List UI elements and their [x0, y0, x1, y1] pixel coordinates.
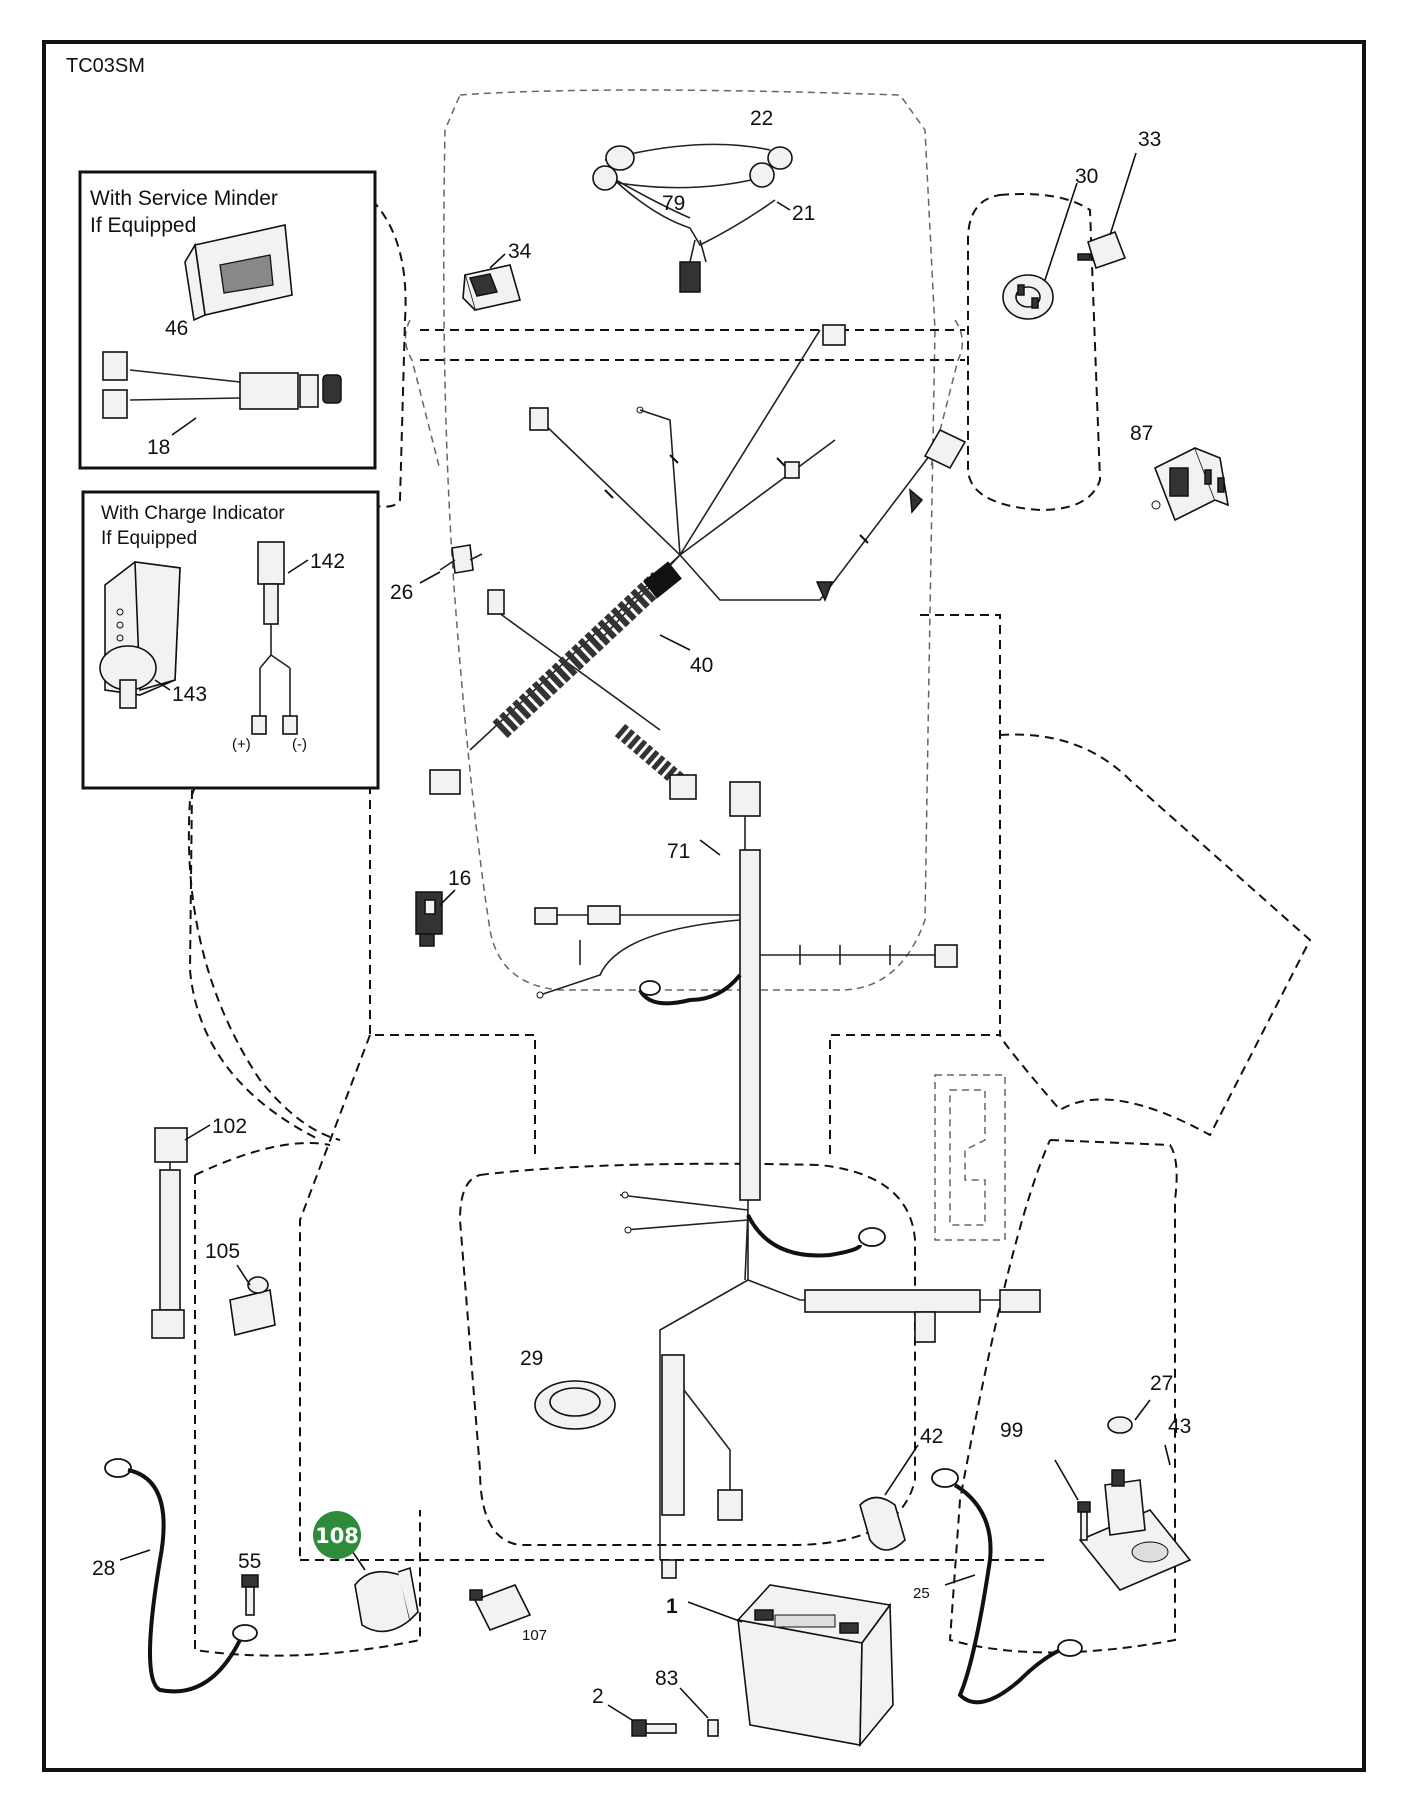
main-wire-harness-part [429, 324, 967, 800]
label-28: 28 [92, 1557, 115, 1580]
label-21: 21 [792, 202, 815, 225]
label-22: 22 [750, 107, 773, 130]
terminal-boot-part [859, 1496, 906, 1551]
label-105: 105 [205, 1240, 240, 1263]
lower-wire-harness-part [619, 1191, 1041, 1579]
label-71: 71 [667, 840, 690, 863]
battery-bolt-part [631, 1719, 677, 1737]
label-83: 83 [655, 1667, 678, 1690]
ignition-module-part [1077, 230, 1127, 270]
highlight-badge[interactable] [313, 1511, 361, 1559]
label-27: 27 [1150, 1372, 1173, 1395]
module-107-part [469, 1583, 532, 1632]
terminal-minus-label: (-) [292, 736, 307, 753]
plug-harness-part [151, 1127, 188, 1339]
battery-cable-part [931, 1468, 1083, 1705]
headlight-harness-part [592, 143, 793, 293]
label-46: 46 [165, 317, 188, 340]
label-99: 99 [1000, 1419, 1023, 1442]
mower-body-outline [187, 89, 1312, 1657]
starter-solenoid-part [1078, 1416, 1192, 1591]
service-minder-subtitle: If Equipped [90, 214, 196, 237]
label-30: 30 [1075, 165, 1098, 188]
center-wire-harness-part [534, 781, 958, 1210]
label-2: 2 [592, 1685, 604, 1708]
label-34: 34 [508, 240, 532, 263]
label-107: 107 [522, 1627, 547, 1644]
label-142: 142 [310, 550, 345, 573]
label-102: 102 [212, 1115, 247, 1138]
label-26: 26 [390, 581, 413, 604]
service-minder-title: With Service Minder [90, 187, 278, 210]
ground-cable-part [104, 1458, 258, 1694]
label-79: 79 [662, 192, 685, 215]
service-minder-display-part [184, 224, 293, 322]
connector-plug-part [415, 891, 443, 947]
terminal-plus-label: (+) [232, 736, 251, 753]
label-143: 143 [172, 683, 207, 706]
label-16: 16 [448, 867, 471, 890]
label-43: 43 [1168, 1415, 1191, 1438]
bolt-part [1077, 1501, 1091, 1541]
label-40: 40 [690, 654, 713, 677]
screw-part [241, 1574, 259, 1616]
service-minder-harness-part [102, 351, 342, 419]
label-108: 108 [315, 1524, 359, 1548]
solenoid-switch-part [229, 1276, 276, 1336]
inset-service-minder: With Service Minder If Equipped 46 18 [78, 170, 377, 470]
charge-indicator-title: With Charge Indicator [101, 503, 285, 524]
label-87: 87 [1130, 422, 1153, 445]
label-55: 55 [238, 1550, 261, 1573]
label-1: 1 [666, 1595, 678, 1618]
label-25: 25 [913, 1585, 930, 1602]
label-29: 29 [520, 1347, 543, 1370]
label-18: 18 [147, 436, 170, 459]
charge-indicator-module-part [99, 561, 181, 709]
charge-indicator-subtitle: If Equipped [101, 528, 197, 549]
charge-indicator-harness-part [251, 541, 298, 735]
diagram-frame [42, 40, 1366, 1772]
highlighted-part-108 [354, 1566, 419, 1633]
label-42: 42 [920, 1425, 943, 1448]
relay-switch-part [1151, 446, 1230, 522]
fuse-holder-part [439, 544, 483, 574]
battery-nut-part [707, 1719, 719, 1737]
label-33: 33 [1138, 128, 1161, 151]
diagram-code: TC03SM [66, 55, 145, 77]
ignition-switch-part [1002, 274, 1054, 320]
grommet-part [534, 1380, 616, 1430]
battery-part [736, 1584, 894, 1748]
inset-charge-indicator: With Charge Indicator If Equipped 143 14… [81, 490, 380, 790]
rocker-switch-part [462, 264, 522, 311]
